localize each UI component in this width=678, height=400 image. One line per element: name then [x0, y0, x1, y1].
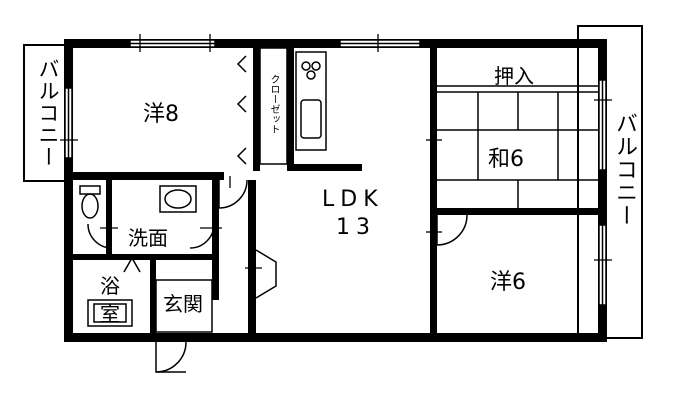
fixtures: [79, 185, 213, 333]
genkan-label: 玄関: [163, 292, 203, 316]
kitchen-counter: [295, 51, 327, 151]
room-yo8-label: 洋8: [143, 102, 179, 127]
closet-frame: [259, 47, 288, 165]
ldk-size-label: 13: [336, 215, 376, 240]
room-yo6-label: 洋6: [490, 270, 526, 295]
interior-walls: [64, 39, 600, 339]
closet-door-marks: [236, 55, 247, 165]
yoku-label: 浴: [100, 274, 120, 298]
shitsu-label: 室: [100, 302, 120, 326]
room-wa6-label: 和6: [488, 147, 524, 172]
windows: [64, 39, 607, 306]
balcony-right-outline: [577, 25, 643, 339]
senmen-label: 洗面: [128, 226, 168, 250]
door-swings: [87, 179, 468, 373]
balcony-left-label: バルコニー: [36, 58, 60, 168]
closet-label: クローゼット: [268, 74, 279, 134]
oshiire-label: 押入: [494, 64, 534, 88]
ldk-name-label: LDK: [322, 187, 384, 212]
balcony-right-label: バルコニー: [612, 112, 637, 227]
cross-ticks: [60, 34, 612, 269]
tatami-lines: [437, 85, 598, 208]
